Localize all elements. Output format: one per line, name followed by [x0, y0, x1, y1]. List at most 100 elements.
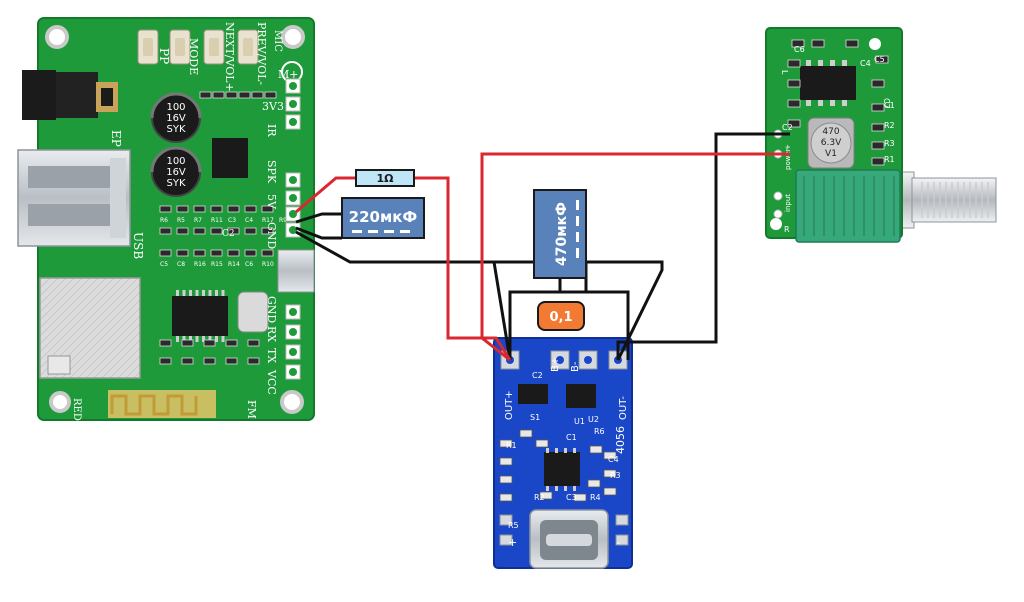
smd-part [845, 39, 859, 48]
pin-hole [289, 194, 297, 202]
smd-part [203, 357, 216, 365]
spk-label: SPK [265, 160, 278, 184]
smd-part [603, 451, 617, 460]
c4-label: C4 [860, 59, 871, 68]
smd-part [519, 429, 533, 438]
push-button-cap [175, 38, 185, 56]
r-label: R [784, 225, 790, 234]
c2-label: C2 [532, 371, 543, 380]
cap-text: 100 [166, 156, 185, 167]
smd-part [199, 91, 212, 99]
bt-chip [212, 138, 248, 178]
crystal [237, 291, 269, 333]
smd-label: R14 [228, 261, 240, 268]
smd-part [587, 479, 601, 488]
smd-part [247, 357, 260, 365]
pin-hole [289, 118, 297, 126]
red-label: RED [71, 398, 82, 421]
usb-a-port [17, 149, 131, 247]
smd-label: C6 [245, 261, 253, 268]
c2-label: C2 [782, 123, 793, 132]
ep-label: EP [109, 130, 123, 147]
gnd-label-2: GND [265, 296, 278, 323]
out-plus-label: OUT+ [504, 390, 515, 420]
smd-part [499, 493, 513, 502]
smd-part [212, 91, 225, 99]
smd-part [871, 157, 885, 166]
smd-part [176, 205, 189, 213]
c4-label: C4 [608, 455, 619, 464]
usb-label: USB [131, 232, 145, 259]
smd-part [539, 491, 553, 500]
smd-part [244, 227, 257, 235]
smd-label: R10 [262, 261, 274, 268]
plus-label: + [508, 536, 517, 549]
vcc-label: VCC [265, 369, 278, 395]
smd-part [499, 475, 513, 484]
pin-hole [289, 348, 297, 356]
smd-part [176, 227, 189, 235]
gnd-label: GND [265, 222, 278, 249]
push-button-cap [143, 38, 153, 56]
wire-black-gnd [295, 230, 664, 361]
smd-part [244, 249, 257, 257]
solder-pad [499, 534, 513, 546]
u1-label: U1 [574, 417, 585, 426]
pin-hole [289, 210, 297, 218]
smd-part [227, 249, 240, 257]
amp-cap-text-2: 6.3V [821, 138, 842, 148]
smd-label: R16 [194, 261, 206, 268]
pin-hole [289, 226, 297, 234]
wire-red-resistor-to-bplus [414, 176, 512, 361]
smd-part [791, 39, 805, 48]
micro-usb-port [277, 249, 315, 293]
c1-label: C1 [566, 433, 577, 442]
smd-part [875, 55, 889, 64]
rx-label: RX [265, 326, 278, 342]
wire-black-cap220-minus [295, 226, 342, 240]
smd-part [159, 357, 172, 365]
smd-part [181, 339, 194, 347]
smd-label: C4 [245, 217, 253, 224]
smd-label: R5 [177, 217, 185, 224]
smd-part [238, 91, 251, 99]
cap-text: 100 [166, 102, 185, 113]
smd-part [244, 205, 257, 213]
pin-hole [289, 328, 297, 336]
smd-part [787, 99, 801, 108]
smd-part [499, 439, 513, 448]
power-minus-label: power- [784, 146, 792, 170]
smd-part [787, 119, 801, 128]
smd-part [261, 227, 274, 235]
power-plus-label: + [784, 144, 792, 150]
cap-text: 16V [166, 113, 186, 124]
cap-01-label: 0,1 [549, 310, 572, 325]
smd-part [251, 91, 264, 99]
r2-label: R2 [534, 493, 545, 502]
wire-black-amp-gnd [616, 132, 790, 360]
smd-part [264, 91, 277, 99]
r4-label: R4 [590, 493, 601, 502]
charger-board-4056: OUT+ B+ B- OUT- 4056 S1 R1 R2 R3 R4 R5 R… [493, 337, 633, 569]
smd-components: R6R5R7R11C3C4R17R9C5C8R16R15R14C6R10C7 [159, 91, 287, 365]
tp4056-chip [544, 452, 580, 486]
smd-part [787, 79, 801, 88]
smd-part [227, 205, 240, 213]
pad-hole [556, 356, 564, 364]
capacitor-220uf: 220мкФ [341, 197, 425, 239]
wire-black-cap220-plus [295, 212, 342, 224]
smd-label: R17 [262, 217, 274, 224]
amp-cap-text-3: V1 [825, 149, 837, 159]
button-label: PREV/VOL- [255, 22, 268, 85]
resistor-1-ohm: 1Ω [355, 169, 415, 187]
pin-hole [289, 368, 297, 376]
mp3-buttons-row [137, 29, 303, 83]
cap-text: 16V [166, 167, 186, 178]
smd-label: C5 [160, 261, 168, 268]
smd-part [176, 249, 189, 257]
charger-protection-ic [566, 384, 596, 408]
smd-label: R6 [160, 217, 168, 224]
s1-label: S1 [530, 413, 540, 422]
smd-part [871, 103, 885, 112]
